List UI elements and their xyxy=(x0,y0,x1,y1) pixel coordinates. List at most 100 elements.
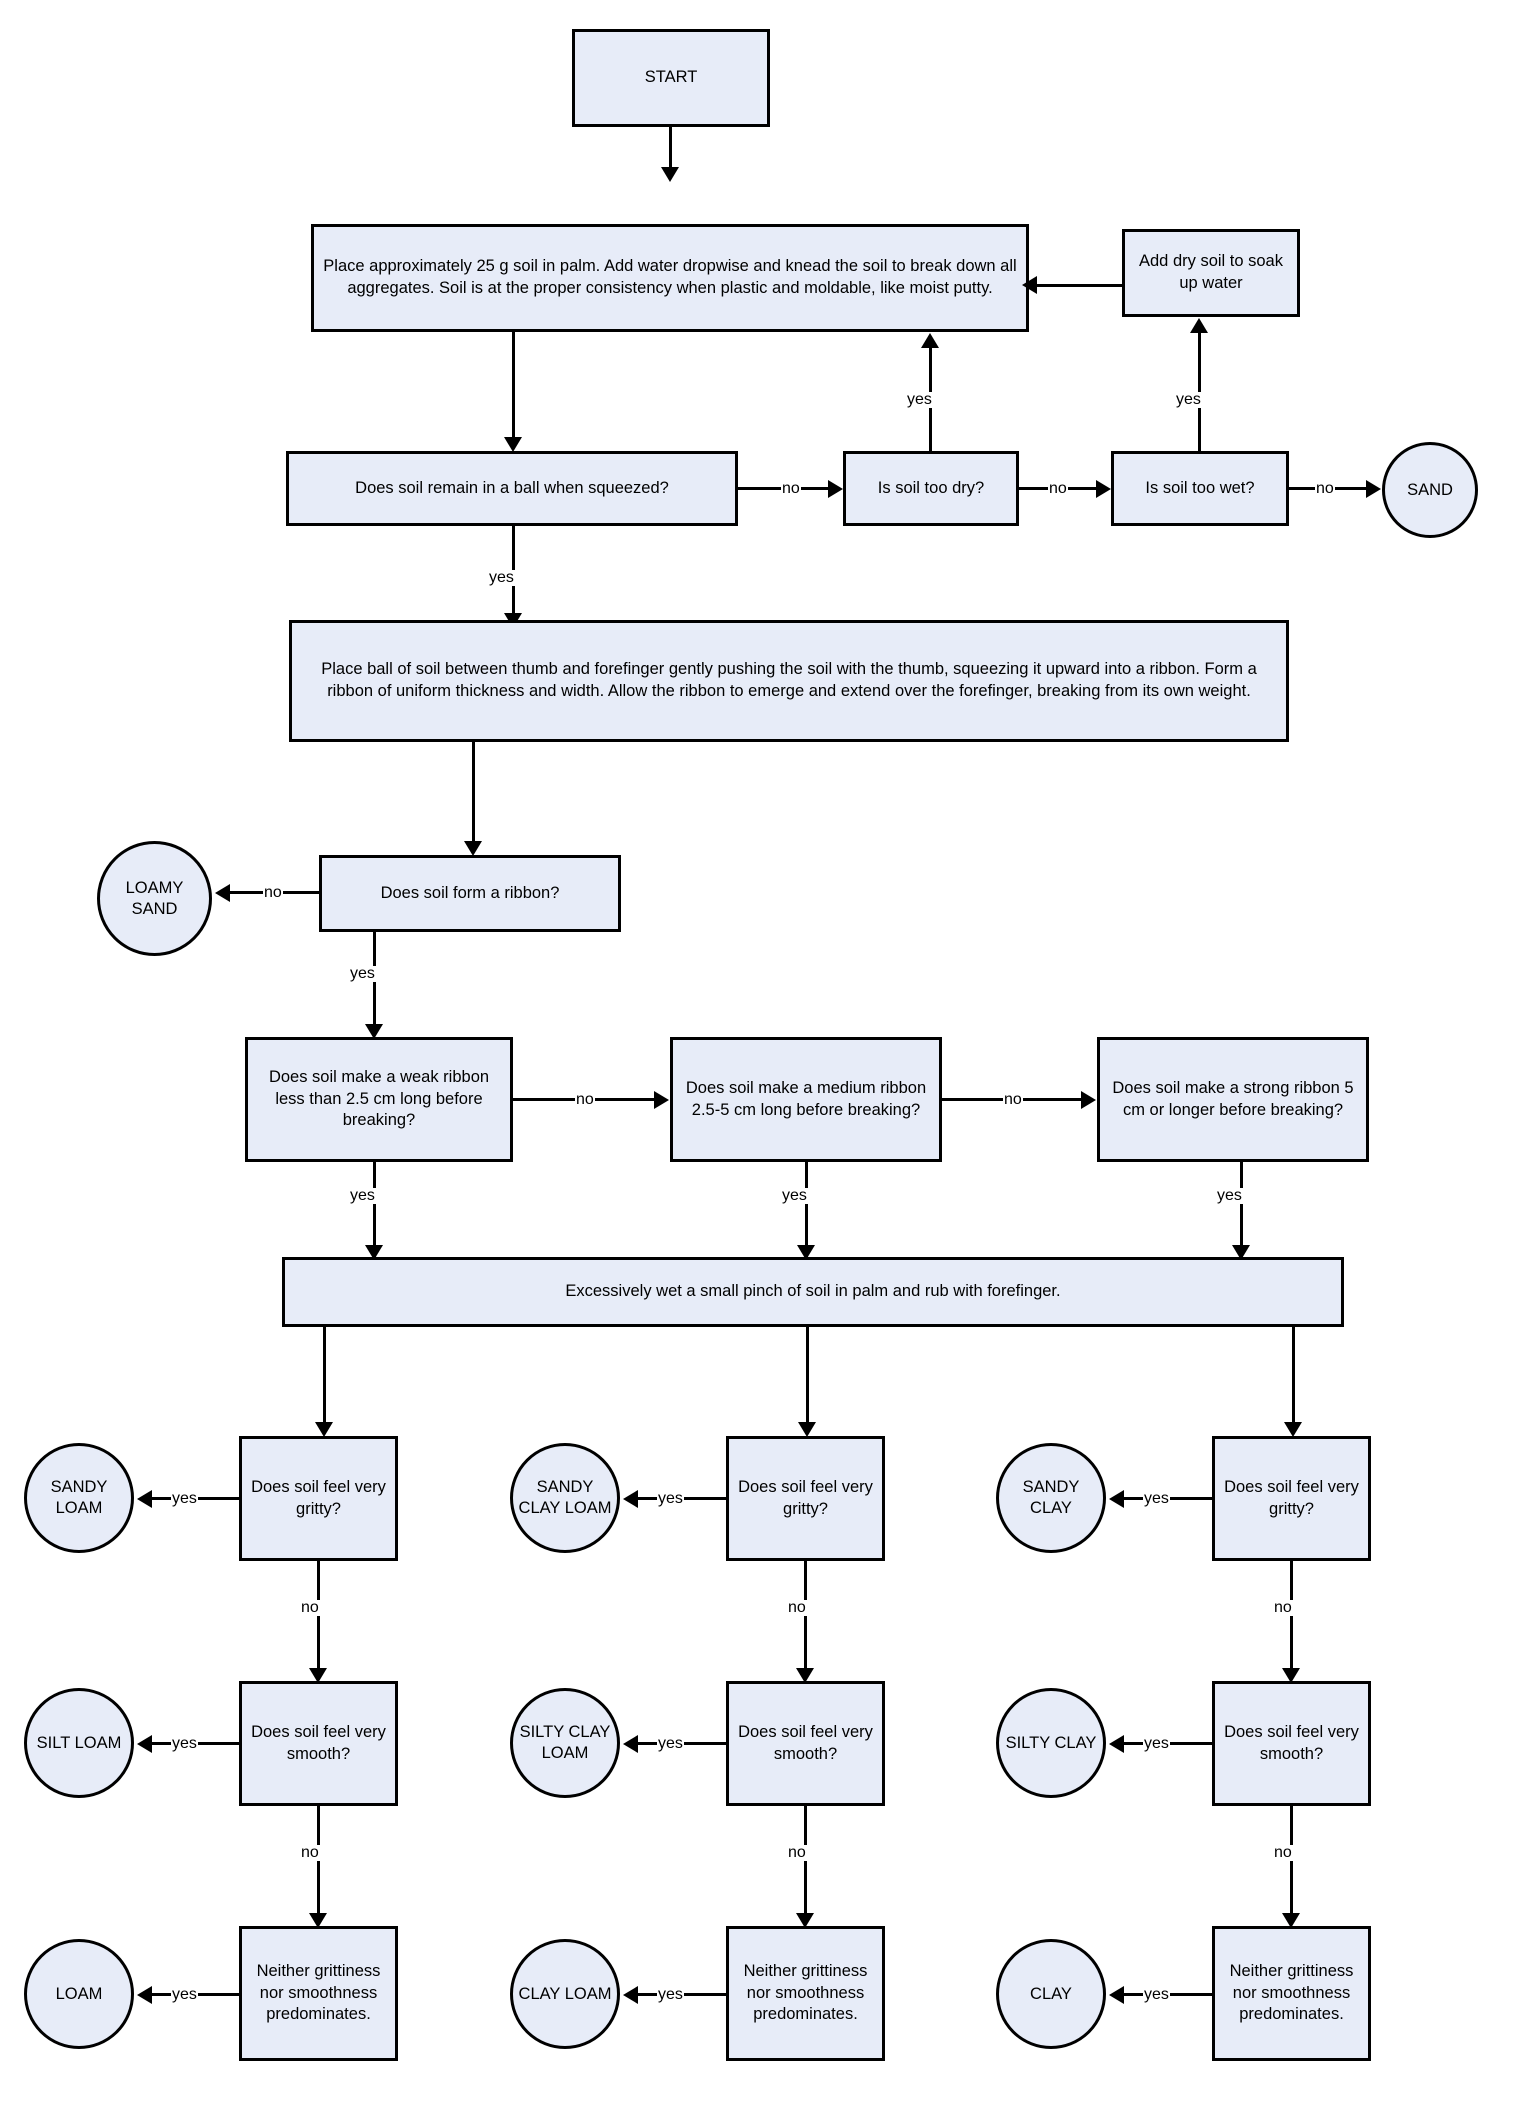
edge-label-no-smooth-2: no xyxy=(787,1844,807,1861)
edge-label-no-dry-to-wet: no xyxy=(1048,480,1068,497)
edge-wetpinch-to-gritty3 xyxy=(1292,1327,1295,1427)
node-q-too-wet[interactable]: Is soil too wet? xyxy=(1111,451,1289,526)
node-step-knead[interactable]: Place approximately 25 g soil in palm. A… xyxy=(311,224,1029,332)
edge-label-no-smooth-1: no xyxy=(300,1844,320,1861)
edge-label-yes-smooth-3: yes xyxy=(1143,1735,1170,1752)
arrowhead-medium-to-strong xyxy=(1081,1091,1096,1109)
edge-gritty1-to-smooth1 xyxy=(317,1561,320,1673)
node-term-loamy-sand[interactable]: LOAMY SAND xyxy=(97,841,212,956)
edge-label-no-gritty-3: no xyxy=(1273,1599,1293,1616)
node-q-gritty-2[interactable]: Does soil feel very gritty? xyxy=(726,1436,885,1561)
edge-label-no-smooth-3: no xyxy=(1273,1844,1293,1861)
node-q-smooth-2[interactable]: Does soil feel very smooth? xyxy=(726,1681,885,1806)
edge-wetpinch-to-gritty1 xyxy=(323,1327,326,1427)
edge-label-no-ball-to-dry: no xyxy=(781,480,801,497)
edge-label-yes-weak-to-wet: yes xyxy=(349,1187,376,1204)
node-q-neither-1[interactable]: Neither grittiness nor smoothness predom… xyxy=(239,1926,398,2061)
arrowhead-wetpinch-to-gritty2 xyxy=(798,1422,816,1437)
edge-label-yes-medium-to-wet: yes xyxy=(781,1187,808,1204)
edge-label-yes-ball-to-ribbon: yes xyxy=(488,569,515,586)
edge-weak-to-wetpinch xyxy=(373,1162,376,1259)
arrowhead-gritty3-to-sandyclay xyxy=(1109,1490,1124,1508)
node-step-wet-pinch[interactable]: Excessively wet a small pinch of soil in… xyxy=(282,1257,1344,1327)
edge-start-to-knead xyxy=(669,127,672,173)
arrowhead-neither2-to-clayloam xyxy=(623,1986,638,2004)
edge-wetpinch-to-gritty2 xyxy=(806,1327,809,1427)
arrowhead-gritty1-to-sandyloam xyxy=(137,1490,152,1508)
arrowhead-weak-to-wetpinch xyxy=(365,1245,383,1260)
arrowhead-ribbonstep-to-qribbon xyxy=(464,841,482,856)
edge-label-yes-dry-to-knead: yes xyxy=(906,391,933,408)
node-q-smooth-1[interactable]: Does soil feel very smooth? xyxy=(239,1681,398,1806)
arrowhead-qtoowet-to-sand xyxy=(1366,480,1381,498)
arrowhead-qtoowet-to-adddry xyxy=(1190,318,1208,333)
edge-label-yes-wet-to-adddry: yes xyxy=(1175,391,1202,408)
edge-label-yes-neither-1: yes xyxy=(171,1986,198,2003)
node-term-clay-loam[interactable]: CLAY LOAM xyxy=(510,1939,620,2049)
arrowhead-smooth3-to-siltyclay xyxy=(1109,1735,1124,1753)
arrowhead-smooth2-to-siltyclayloam xyxy=(623,1735,638,1753)
edge-label-yes-neither-2: yes xyxy=(657,1986,684,2003)
edge-knead-to-qball xyxy=(512,332,515,442)
edge-smooth3-to-neither3 xyxy=(1290,1806,1293,1918)
edge-label-no-medium-to-strong: no xyxy=(1003,1091,1023,1108)
edge-label-yes-smooth-2: yes xyxy=(657,1735,684,1752)
arrowhead-smooth1-to-neither1 xyxy=(309,1913,327,1928)
edge-label-no-gritty-1: no xyxy=(300,1599,320,1616)
edge-label-yes-strong-to-wet: yes xyxy=(1216,1187,1243,1204)
node-term-sandy-clay[interactable]: SANDY CLAY xyxy=(996,1443,1106,1553)
node-term-sandy-loam[interactable]: SANDY LOAM xyxy=(24,1443,134,1553)
node-start[interactable]: START xyxy=(572,29,770,127)
arrowhead-smooth1-to-siltloam xyxy=(137,1735,152,1753)
arrowhead-wetpinch-to-gritty1 xyxy=(315,1422,333,1437)
edge-gritty3-to-smooth3 xyxy=(1290,1561,1293,1673)
node-q-gritty-1[interactable]: Does soil feel very gritty? xyxy=(239,1436,398,1561)
edge-smooth2-to-neither2 xyxy=(804,1806,807,1918)
edge-medium-to-wetpinch xyxy=(805,1162,808,1259)
edge-strong-to-wetpinch xyxy=(1240,1162,1243,1259)
arrowhead-gritty2-to-smooth2 xyxy=(796,1668,814,1683)
node-term-silty-clay[interactable]: SILTY CLAY xyxy=(996,1688,1106,1798)
node-q-weak-ribbon[interactable]: Does soil make a weak ribbon less than 2… xyxy=(245,1037,513,1162)
edge-label-yes-smooth-1: yes xyxy=(171,1735,198,1752)
edge-adddry-to-knead xyxy=(1035,284,1123,287)
arrowhead-qtoodry-to-knead xyxy=(921,333,939,348)
node-term-loam[interactable]: LOAM xyxy=(24,1939,134,2049)
node-q-strong-ribbon[interactable]: Does soil make a strong ribbon 5 cm or l… xyxy=(1097,1037,1369,1162)
arrowhead-qball-to-qtoodry xyxy=(828,480,843,498)
node-q-neither-2[interactable]: Neither grittiness nor smoothness predom… xyxy=(726,1926,885,2061)
node-term-silt-loam[interactable]: SILT LOAM xyxy=(24,1688,134,1798)
arrowhead-smooth3-to-neither3 xyxy=(1282,1913,1300,1928)
edge-label-no-weak-to-medium: no xyxy=(575,1091,595,1108)
node-q-gritty-3[interactable]: Does soil feel very gritty? xyxy=(1212,1436,1371,1561)
arrowhead-gritty3-to-smooth3 xyxy=(1282,1668,1300,1683)
arrowhead-wetpinch-to-gritty3 xyxy=(1284,1422,1302,1437)
arrowhead-weak-to-medium xyxy=(654,1091,669,1109)
arrowhead-qribbon-to-loamysand xyxy=(215,884,230,902)
node-q-neither-3[interactable]: Neither grittiness nor smoothness predom… xyxy=(1212,1926,1371,2061)
edge-smooth1-to-neither1 xyxy=(317,1806,320,1918)
node-q-ball[interactable]: Does soil remain in a ball when squeezed… xyxy=(286,451,738,526)
node-term-sand[interactable]: SAND xyxy=(1382,442,1478,538)
node-add-dry-soil[interactable]: Add dry soil to soak up water xyxy=(1122,229,1300,317)
node-q-ribbon[interactable]: Does soil form a ribbon? xyxy=(319,855,621,932)
arrowhead-knead-to-qball xyxy=(504,437,522,452)
node-step-ribbon[interactable]: Place ball of soil between thumb and for… xyxy=(289,620,1289,742)
node-q-smooth-3[interactable]: Does soil feel very smooth? xyxy=(1212,1681,1371,1806)
edge-label-yes-neither-3: yes xyxy=(1143,1986,1170,2003)
arrowhead-adddry-to-knead xyxy=(1022,276,1037,294)
edge-label-yes-ribbon-to-weak: yes xyxy=(349,965,376,982)
edge-label-yes-gritty-2: yes xyxy=(657,1490,684,1507)
arrowhead-qtoodry-to-qtoowet xyxy=(1096,480,1111,498)
node-q-too-dry[interactable]: Is soil too dry? xyxy=(843,451,1019,526)
edge-label-no-ribbon-to-loamysand: no xyxy=(263,884,283,901)
node-term-silty-clay-loam[interactable]: SILTY CLAY LOAM xyxy=(510,1688,620,1798)
edge-label-no-gritty-2: no xyxy=(787,1599,807,1616)
node-q-medium-ribbon[interactable]: Does soil make a medium ribbon 2.5-5 cm … xyxy=(670,1037,942,1162)
edge-label-yes-gritty-3: yes xyxy=(1143,1490,1170,1507)
node-term-sandy-clay-loam[interactable]: SANDY CLAY LOAM xyxy=(510,1443,620,1553)
node-term-clay[interactable]: CLAY xyxy=(996,1939,1106,2049)
edge-label-yes-gritty-1: yes xyxy=(171,1490,198,1507)
arrowhead-gritty1-to-smooth1 xyxy=(309,1668,327,1683)
